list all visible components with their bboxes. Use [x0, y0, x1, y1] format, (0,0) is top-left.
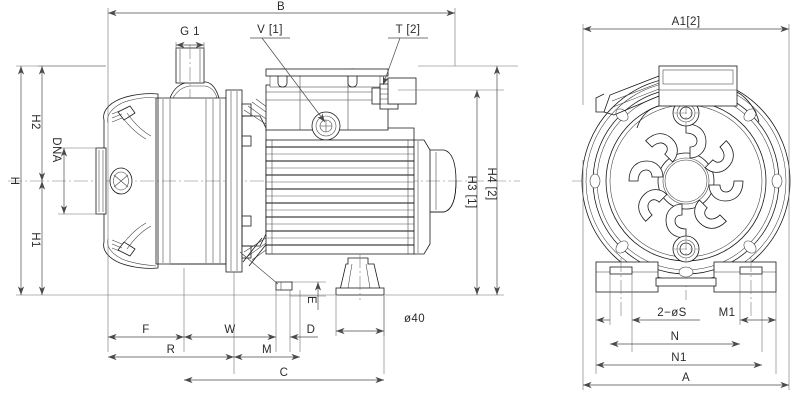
dim-B: B: [107, 1, 456, 182]
dim-H4: H4 [2]: [418, 65, 518, 295]
dim-label-H1: H1: [29, 232, 41, 248]
bolt-boss-top: [672, 99, 700, 127]
pump-casing: [95, 45, 227, 269]
fan-hub: [657, 152, 715, 210]
drain-boss: [275, 281, 293, 291]
end-view-terminal-box: [595, 65, 760, 129]
dim-F: F: [107, 324, 184, 341]
dim-label-H: H: [8, 177, 20, 186]
dim-label-DNA: DNA: [50, 137, 62, 162]
dim-label-H3: H3 [1]: [465, 175, 477, 208]
dim-label-E: E: [305, 296, 317, 304]
dim-H3: H3 [1]: [384, 89, 504, 296]
dim-C: C: [183, 367, 384, 384]
motor-fin-housing: [265, 139, 415, 255]
dim-E: E: [290, 281, 326, 310]
dim-label-N: N: [671, 331, 680, 343]
dim-A1: A1[2]: [582, 16, 790, 160]
dim-label-G1: G 1: [180, 26, 200, 38]
side-view: B G 1 V [1] T [2] H: [8, 1, 520, 384]
dim-label-H4: H4 [2]: [485, 167, 497, 200]
dim-D: D: [289, 324, 318, 341]
dim-DNA: DNA: [50, 137, 98, 215]
dim-label-N1: N1: [671, 352, 687, 364]
dim-label-S: 2−øS: [657, 307, 686, 319]
dim-label-B: B: [277, 1, 285, 13]
pump-motor-adapter: [225, 89, 284, 273]
dim-S: 2−øS: [595, 307, 700, 324]
dim-label-F: F: [142, 324, 149, 336]
fin-boss-ring: [589, 84, 783, 278]
dim-G1: G 1: [175, 26, 205, 50]
dim-W: W: [183, 324, 276, 341]
cable-gland: [371, 77, 417, 110]
dim-M1: M1: [719, 307, 776, 324]
dim-label-M1: M1: [719, 307, 736, 319]
vent-plug: [311, 111, 341, 141]
suction-flange: [95, 147, 107, 215]
dim-label-A1: A1[2]: [672, 16, 701, 28]
electric-motor: [265, 68, 457, 300]
dim-label-D: D: [307, 324, 316, 336]
motor-foot: [335, 254, 385, 300]
fan-blade-slots: [628, 123, 744, 239]
leader-T2: T [2]: [382, 24, 428, 86]
dim-H1: H1: [29, 180, 46, 295]
casing-bolt-lower: [111, 222, 152, 257]
casing-bolt-upper: [111, 105, 152, 140]
dim-label-H2: H2: [29, 114, 41, 130]
dim-M: M: [233, 344, 300, 361]
end-view-feet: [595, 258, 777, 318]
dim-label-V1: V [1]: [257, 24, 283, 36]
bolt-boss-bottom: [672, 235, 700, 263]
dim-label-C: C: [280, 367, 289, 379]
dim-R: R: [107, 344, 234, 361]
dim-H2: H2: [29, 65, 106, 181]
dim-label-T2: T [2]: [396, 24, 421, 36]
dim-label-R: R: [167, 344, 176, 356]
dim-N: N: [609, 331, 740, 348]
dim-label-M: M: [262, 344, 272, 356]
dim-A: A: [582, 160, 790, 390]
adapter-flange: [225, 89, 243, 273]
dim-label-A: A: [682, 372, 690, 384]
dim-N1: N1: [595, 352, 762, 369]
foot-right: [713, 261, 777, 293]
leader-V1: V [1]: [250, 24, 326, 123]
end-view: A1[2] 2−øS M1 N N1: [572, 16, 791, 390]
foot-left: [595, 261, 659, 293]
dim-label-W: W: [224, 324, 235, 336]
dim-label-d40: ø40: [404, 313, 425, 325]
dim-d40: ø40: [335, 296, 425, 336]
